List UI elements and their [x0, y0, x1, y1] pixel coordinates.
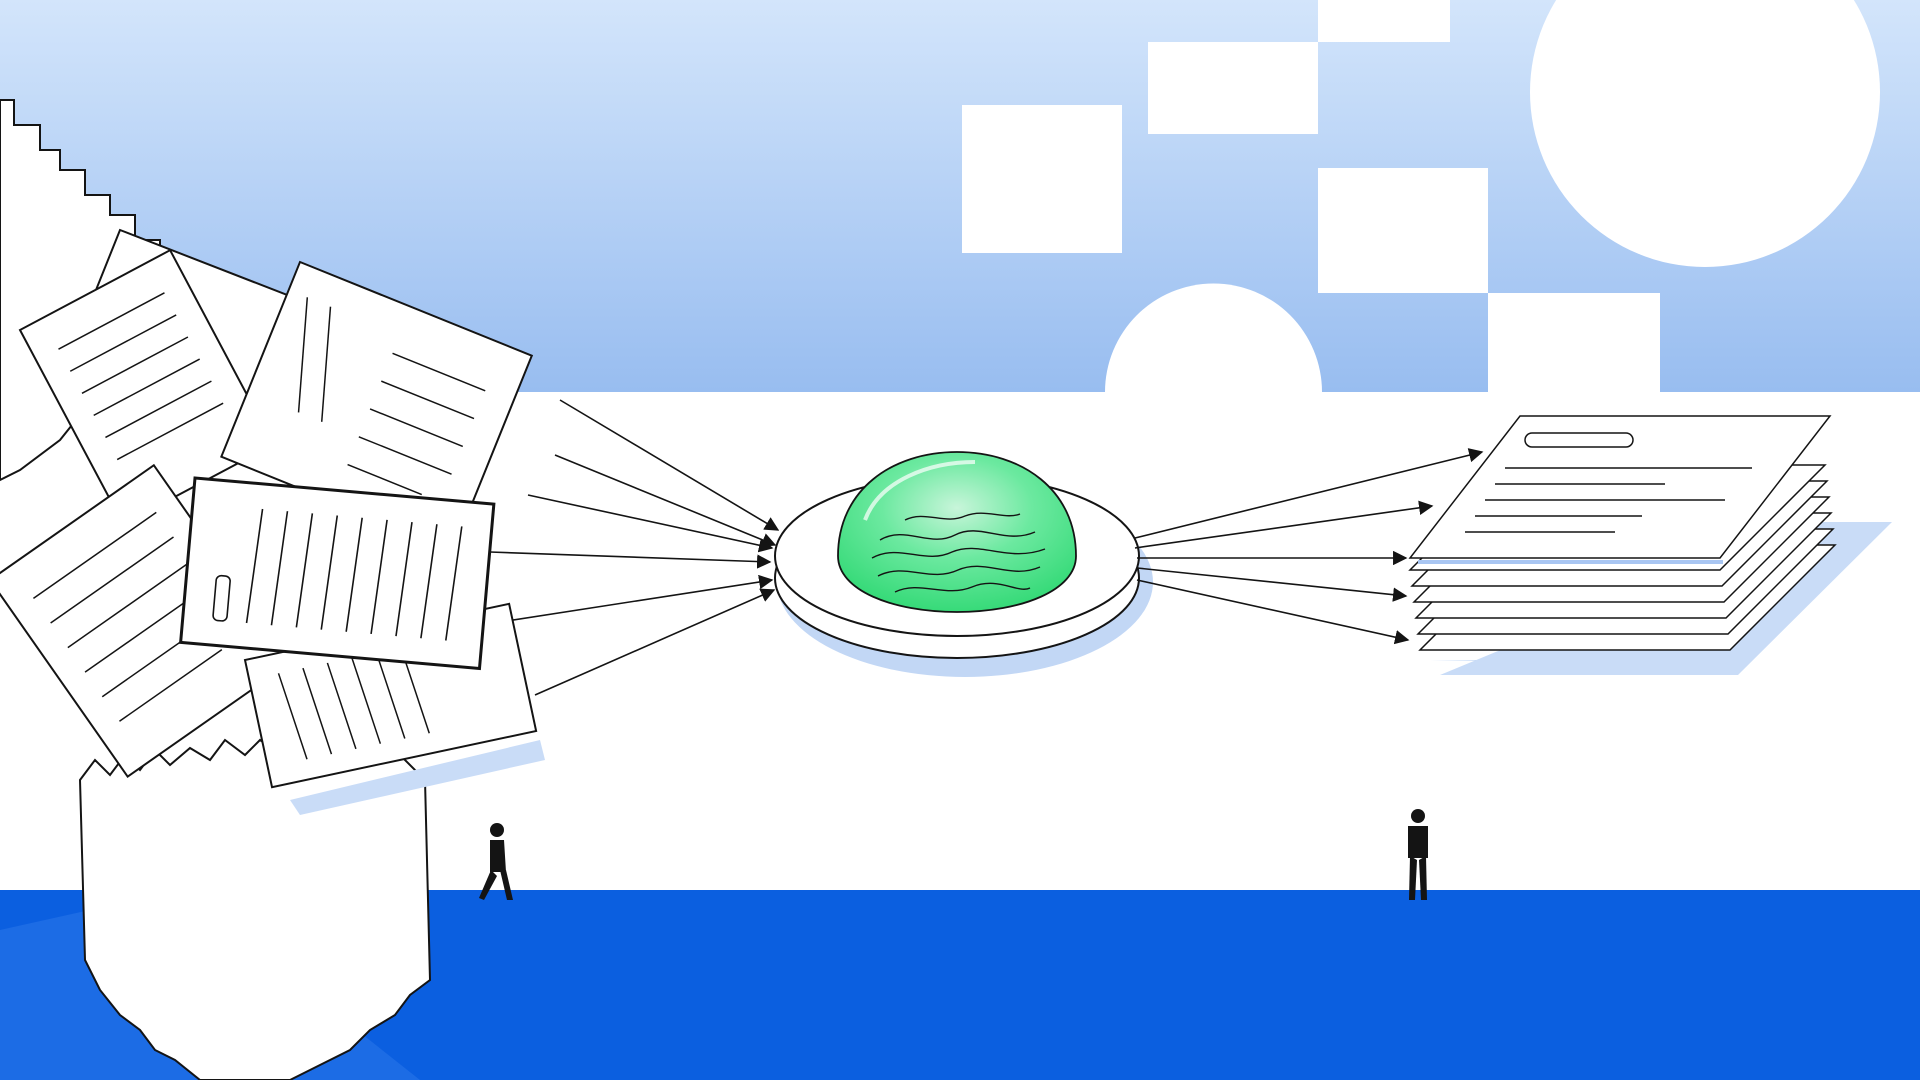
walking-person: [479, 823, 513, 900]
output-arrow: [1134, 500, 1434, 549]
output-arrow: [1136, 579, 1410, 645]
stack-title-pill: [1524, 432, 1634, 448]
input-arrow: [489, 551, 772, 569]
sky-square-5: [1488, 293, 1660, 392]
green-dome-processor-icon: [774, 451, 1153, 677]
input-arrow: [499, 574, 774, 623]
sky-square-1: [962, 105, 1122, 253]
stack-sheet-blue-edge: [1418, 560, 1723, 564]
dome-pattern: [871, 512, 1046, 593]
output-arrows: [1134, 448, 1484, 645]
stack-sheets: [1408, 415, 1837, 651]
sky-half-circle: [1105, 283, 1322, 392]
dome-glint: [863, 460, 976, 521]
stack-top-lines: [1465, 432, 1752, 533]
document-sheet: [178, 476, 496, 671]
dome: [837, 451, 1077, 613]
scattered-documents-icon: [0, 99, 545, 1080]
input-arrow: [534, 588, 776, 696]
output-arrow: [1136, 567, 1408, 602]
input-arrow: [554, 454, 777, 547]
document-stack-icon: [1408, 415, 1892, 675]
sky-big-circle: [1530, 0, 1880, 267]
input-arrows: [489, 399, 780, 696]
input-arrow: [527, 494, 774, 553]
document-sheet: [220, 260, 534, 552]
sky-square-3: [1318, 0, 1450, 42]
output-arrow: [1134, 448, 1484, 539]
sky-square-4: [1318, 168, 1488, 293]
person-figure-icon: [479, 809, 1428, 900]
input-arrow: [559, 399, 780, 531]
standing-person: [1408, 809, 1428, 900]
document-sheet: [0, 463, 293, 778]
sky-square-2: [1148, 42, 1318, 134]
paper-shadow: [290, 740, 545, 815]
sky-shapes: [962, 0, 1880, 392]
